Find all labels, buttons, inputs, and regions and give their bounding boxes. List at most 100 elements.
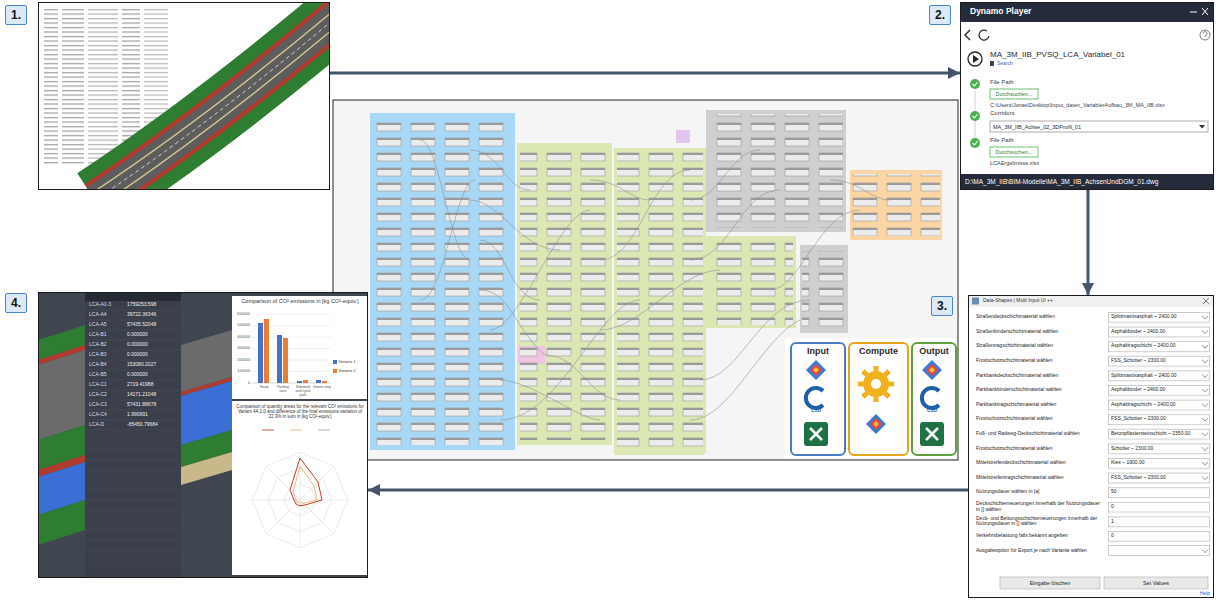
field-value: 1 [1111,519,1201,525]
app-icons [804,360,944,446]
legend-text: Variante 2 [339,369,356,373]
player-text: MA_3M_IIB_PVSQ_LCA_Variabel_01 [990,50,1205,59]
result-view [38,500,85,545]
dynamo-graph [590,180,650,200]
property-name: LCA-B2 [89,342,125,348]
property-value: 1.990691 [127,412,179,418]
player-text: MA_3M_IIB_Achse_02_3DProfil_01 [993,124,1183,130]
property-name: LCA-C3 [89,402,125,408]
result-view [252,452,348,548]
app-icons [929,367,935,373]
icon-text: C3D [920,408,944,414]
figure-panel: 4. [38,292,368,578]
dynamo-graph [517,143,612,445]
property-name: LCA-A4 [89,312,125,318]
dynamo-graph [480,290,545,355]
result-view [297,381,302,383]
dynamo-player-window [1199,125,1205,129]
dynamo-player-window [990,89,1038,99]
result-view [252,452,348,548]
property-name: LCA-B3 [89,352,125,358]
callout-number: 2. [929,5,951,25]
dynamo-graph [600,170,690,260]
app-icons [922,360,942,380]
field-label: Fuß- und Radweg-Deckschichtmaterial wähl… [976,431,1104,437]
callout-number: 1. [5,5,27,25]
field-label: Frostschutzschichtmaterial wählen [976,446,1104,452]
dynamo-graph [370,113,515,450]
property-value: 14171.21048 [127,392,179,398]
field-value: Betonpflastersteinschicht ~ 2350.00 [1111,431,1201,437]
result-view [264,319,269,383]
field-label: Mittelstreifentragschichtmaterial wählen [976,475,1104,481]
input-form-window [1108,312,1210,487]
input-form-window [972,298,979,305]
result-view [232,296,368,399]
field-label: Parkbankdeckschichtmaterial wählen [976,373,1104,379]
button-text: Set Values [1104,580,1208,586]
dynamo-graph [770,210,860,290]
result-view [252,452,348,548]
axis-tick: 500000 [233,323,250,327]
road-model-view [95,10,330,190]
field-value: FSS_Schotter ~ 2300.00 [1111,358,1201,364]
result-view [258,323,263,383]
result-view [293,466,317,503]
result-view [85,292,181,578]
player-text: D:\MA_3M_IIB\BIM-Modelle\MA_3M_IIB_Achse… [965,178,1211,185]
axis-tick: 400000 [233,335,250,339]
dynamo-graph [500,300,640,420]
field-value: Asphalttragschicht ~ 2400.00 [1111,343,1201,349]
field-value: Splittmastixasphalt ~ 2400.00 [1111,314,1201,320]
result-view [232,401,368,575]
help-link: Help [1190,591,1210,597]
axis-tick: 100000 [233,369,250,373]
road-model-view [38,2,330,190]
property-value: 57435.52048 [127,322,179,328]
field-value: Schotter ~ 2300.00 [1111,446,1201,452]
app-icons [920,422,944,446]
axis-category: Road [255,385,274,389]
app-icons [866,414,886,434]
result-view [290,458,322,506]
dynamo-graph [376,118,509,445]
app-icons [926,428,938,440]
category-box: Output [911,342,957,456]
axis-tick: 200000 [233,358,250,362]
result-view [318,430,330,431]
road-model-view [95,10,330,190]
result-view [181,452,232,485]
field-label: Deckschichterneuerungen innerhalb der Nu… [976,501,1104,513]
dynamo-player-window [970,79,980,89]
field-value: FSS_Schotter ~ 2300.00 [1111,416,1201,422]
dynamo-graph [690,150,760,200]
result-view [86,310,180,560]
property-value: 0.000000 [127,332,179,338]
dynamo-player-window [1203,32,1207,40]
result-view [38,292,368,578]
input-form-window [968,295,1214,307]
app-icons [806,388,823,408]
result-view [86,440,180,560]
callout-number: 4. [5,293,27,313]
field-label: Straßenbinderschichtmaterial wählen [976,329,1104,335]
icon-text: C3D [804,408,828,414]
player-text: LCAErgebnisse.xlsx [990,160,1190,166]
road-model-view [95,10,330,190]
dynamo-graph [500,380,600,420]
axis-tick: 300000 [233,346,250,350]
property-name: LCA-A1-3 [89,302,125,308]
player-text: File Path [990,137,1070,144]
result-view [322,381,327,383]
app-icons [806,360,826,380]
dynamo-graph [852,174,940,236]
player-text: Durchsuchen... [990,149,1038,155]
axis-category: Green strip [313,385,332,389]
property-value: 0.000000 [127,342,179,348]
dynamo-graph [709,114,843,228]
property-name: LCA-C2 [89,392,125,398]
result-view [262,430,330,431]
field-label: Deck- und Bettungsschichterneuerungen in… [976,516,1104,528]
dynamo-player-window [970,138,980,148]
